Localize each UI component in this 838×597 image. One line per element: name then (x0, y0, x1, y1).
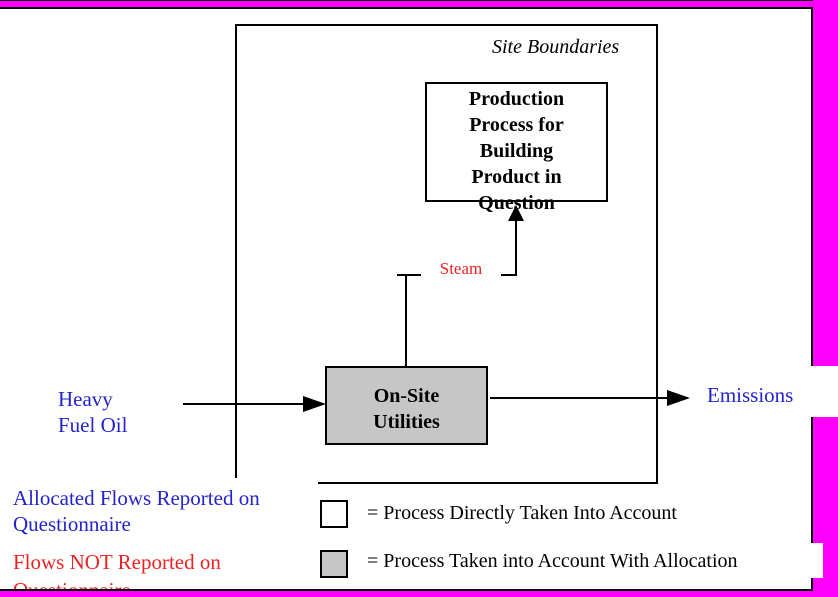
arrowhead-up-icon (508, 205, 524, 221)
legend-swatch-direct (320, 500, 348, 528)
emissions-label-box: Emissions (700, 366, 838, 417)
heavy-fuel-oil-label: Heavy Fuel Oil (58, 386, 127, 438)
frame-right-bar (813, 0, 838, 597)
steam-label-box: Steam (421, 257, 501, 280)
steam-label: Steam (439, 259, 483, 278)
heavy-fuel-oil-line-2: Fuel Oil (58, 413, 128, 437)
legend-label-direct: = Process Directly Taken Into Account (367, 502, 677, 524)
on-site-utilities-box: On-Site Utilities (325, 366, 488, 445)
production-box-line-2: Process for (469, 114, 564, 136)
legend-swatch-allocated (320, 550, 348, 578)
frame-top-bar (0, 1, 838, 7)
legend-label-overflow-patch (806, 543, 823, 578)
arrowhead-right-icon (667, 390, 690, 406)
production-process-box: Production Process for Building Product … (425, 82, 608, 214)
emissions-arrow-line (490, 397, 668, 399)
legend-label-allocated: = Process Taken into Account With Alloca… (367, 550, 738, 572)
steam-line-vertical-from-utilities (405, 276, 407, 366)
production-box-line-4: Product in (471, 166, 562, 188)
frame-bottom-inner-line (0, 589, 813, 591)
emissions-label: Emissions (707, 383, 794, 407)
site-boundaries-label: Site Boundaries (492, 36, 620, 58)
site-boundaries-box (235, 24, 658, 484)
steam-line-vertical-to-production (515, 220, 517, 276)
frame-bottom-bar (0, 591, 838, 597)
arrowhead-right-icon (303, 396, 326, 412)
heavy-fuel-oil-arrow-line (183, 403, 305, 405)
utilities-box-line-1: On-Site (373, 385, 440, 407)
heavy-fuel-oil-line-1: Heavy (58, 387, 113, 411)
production-box-line-5: Question (478, 192, 555, 214)
production-box-line-3: Building (479, 140, 554, 162)
utilities-box-line-2: Utilities (373, 411, 440, 433)
allocated-flows-line-1: Allocated Flows Reported on (13, 486, 260, 510)
frame-top-inner-line (0, 7, 813, 9)
flows-not-reported-label: Flows NOT Reported on Questionnaire (13, 548, 221, 597)
frame-top-edge-line (0, 0, 838, 1)
allocated-flows-label-box: Allocated Flows Reported on Questionnair… (5, 478, 318, 545)
production-box-line-1: Production (468, 88, 565, 110)
frame-right-inner-line (811, 7, 813, 591)
flows-not-reported-line-1: Flows NOT Reported on (13, 550, 221, 574)
allocated-flows-line-2: Questionnaire (13, 512, 131, 536)
